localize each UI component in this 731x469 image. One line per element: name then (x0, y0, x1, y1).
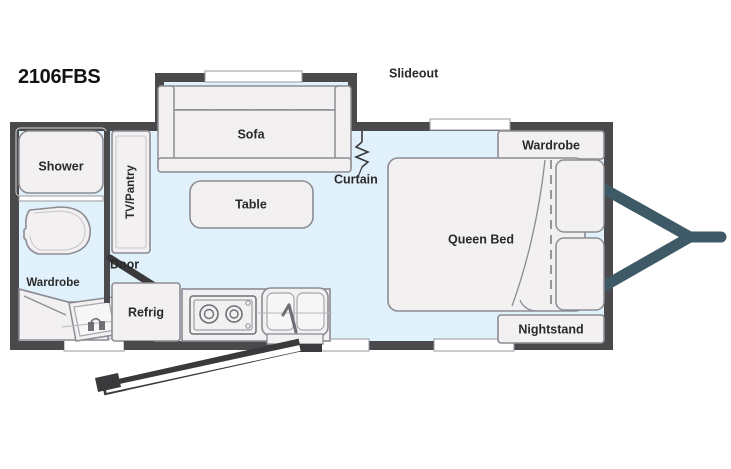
callout-slideout: Slideout (389, 66, 439, 80)
toilet-fixture (23, 206, 91, 255)
wall-stub-mid (124, 341, 154, 350)
bathroom-area (15, 127, 126, 342)
bedroom-area (387, 130, 605, 344)
vanity-sink-fixture (61, 296, 126, 342)
kitchen-sink-fixture (258, 287, 332, 345)
label-nightstand: Nightstand (518, 322, 583, 336)
shower-pan (18, 130, 104, 194)
callout-curtain: Curtain (334, 172, 378, 186)
tv-pantry-cabinet (111, 130, 151, 254)
bed-pillows (555, 159, 605, 311)
label-sofa: Sofa (237, 127, 265, 141)
table-furniture (189, 180, 314, 229)
cooktop-fixture (189, 295, 257, 335)
nightstand-cabinet (497, 314, 605, 344)
label-wardrobe-front: Wardrobe (26, 277, 79, 289)
label-table: Table (235, 197, 267, 211)
windows (63, 70, 515, 352)
callout-door: Door (110, 257, 139, 271)
label-wardrobe-rear: Wardrobe (522, 138, 580, 152)
label-queen-bed: Queen Bed (448, 232, 514, 246)
page-title: 2106FBS (18, 66, 100, 88)
wall-stub-left (38, 341, 64, 350)
entry-door-swing (95, 338, 322, 396)
label-tv-pantry: TV/Pantry (125, 165, 137, 219)
a-frame-hitch (600, 184, 727, 291)
label-shower: Shower (38, 159, 83, 173)
galley-counter (181, 287, 332, 345)
queen-bed-mattress (387, 157, 586, 312)
label-refrig: Refrig (128, 305, 164, 319)
curtain-divider (353, 131, 371, 178)
sofa-furniture (157, 85, 352, 173)
